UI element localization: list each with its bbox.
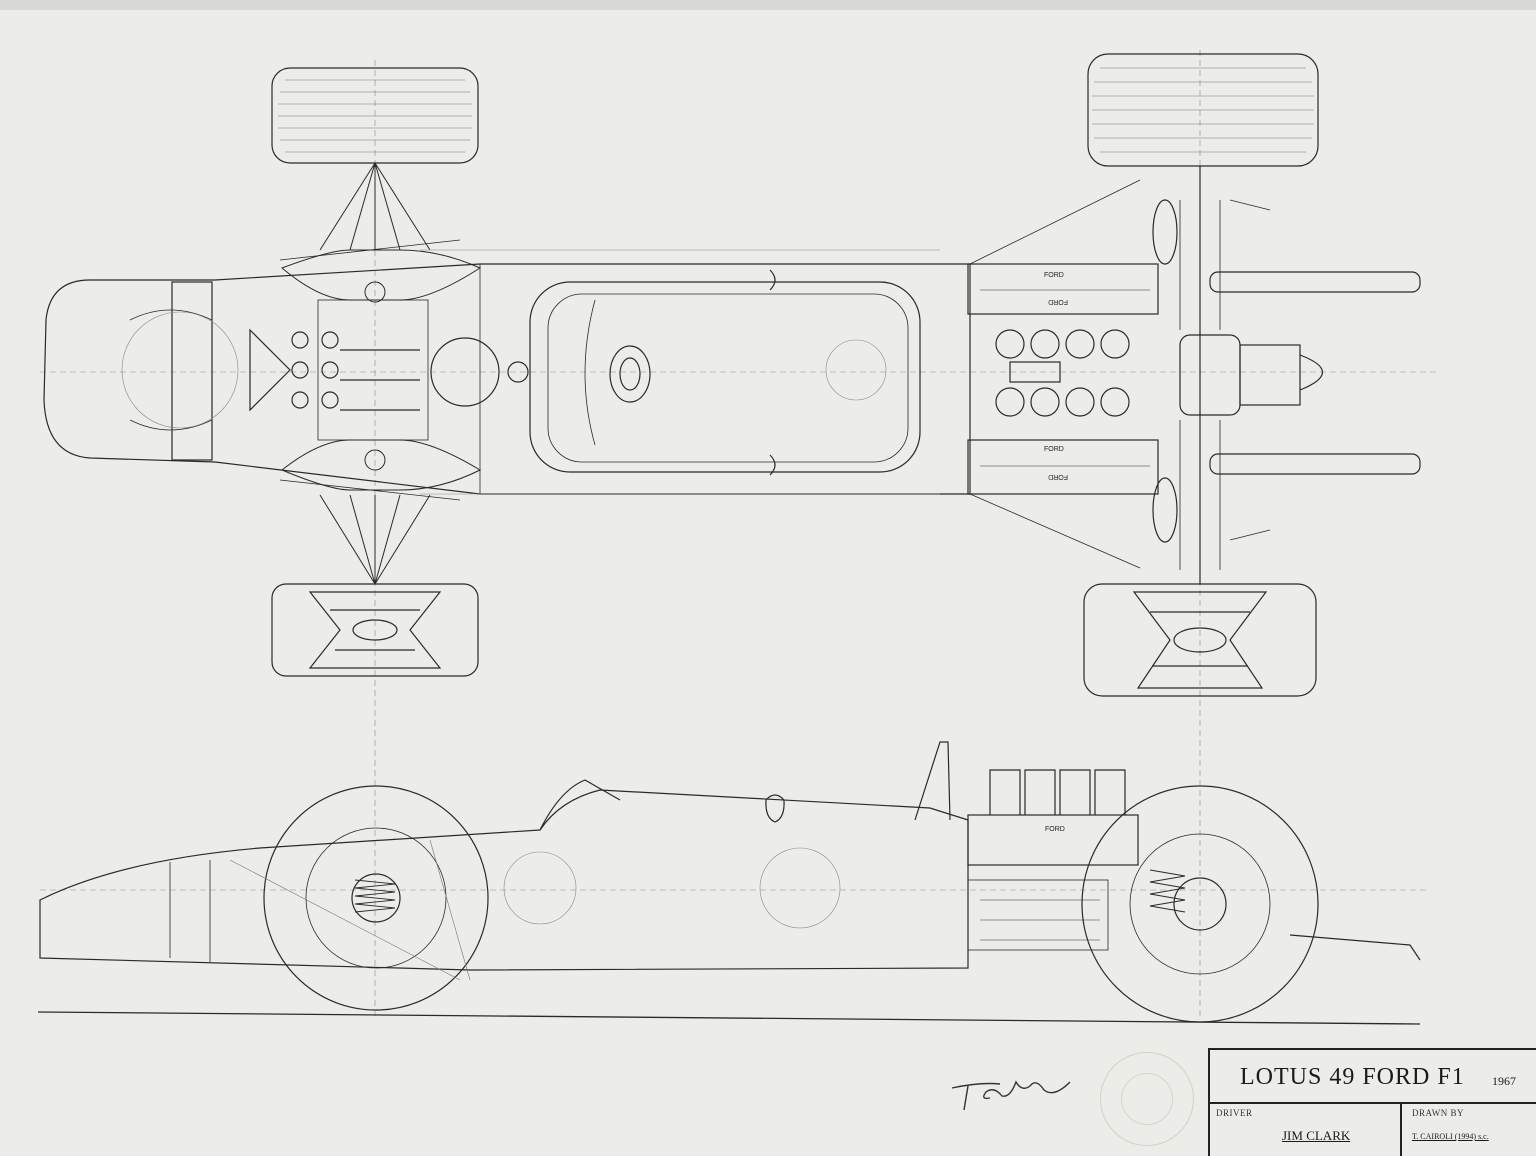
ford-marking-2: FORD [1048, 298, 1068, 305]
ford-marking-1: FORD [1044, 272, 1064, 279]
front-wheel [263, 785, 489, 1011]
driver-name: JIM CLARK [1282, 1128, 1351, 1143]
front-spring [354, 879, 396, 913]
ford-marking-3: FORD [1044, 446, 1064, 453]
driver-label: DRIVER [1216, 1108, 1253, 1118]
side-view: FORD [37, 741, 1421, 1025]
car-year: 1967 [1492, 1074, 1516, 1088]
artist-signature [951, 1080, 1071, 1111]
top-edge [0, 0, 1536, 10]
title-block: LOTUS 49 FORD F1 1967 DRIVER JIM CLARK D… [1208, 1048, 1536, 1156]
ground-line [37, 1011, 1421, 1025]
rear-wheel [1081, 785, 1319, 1023]
driver-cell: DRIVER JIM CLARK [1210, 1104, 1402, 1156]
front-suspension [281, 162, 482, 585]
drawn-by-cell: DRAWN BY T. CAIROLI (1994) s.c. [1402, 1104, 1536, 1156]
drawn-by-name: T. CAIROLI (1994) s.c. [1412, 1132, 1489, 1141]
construction-lines [40, 50, 1440, 1020]
ford-v8-engine-top [967, 263, 1159, 495]
engine-side [967, 769, 1421, 961]
car-name: LOTUS 49 FORD F1 [1240, 1064, 1465, 1090]
body-profile [39, 789, 969, 971]
drawn-by-label: DRAWN BY [1412, 1108, 1465, 1118]
rear-spring [1149, 869, 1186, 913]
roll-hoop [914, 741, 951, 821]
ford-marking-side: FORD [1045, 826, 1065, 833]
rear-left-tyre [1087, 53, 1319, 167]
top-view: FORD FORD FORD FORD [43, 53, 1421, 697]
rear-suspension-gearbox [969, 166, 1421, 584]
chassis-tub [214, 239, 971, 501]
engine-text: FORD FORD FORD FORD [1044, 272, 1068, 480]
embossed-seal [1100, 1052, 1194, 1146]
windscreen [539, 779, 621, 831]
ford-marking-4: FORD [1048, 473, 1068, 480]
nose-cone [43, 279, 239, 463]
title-cell: LOTUS 49 FORD F1 1967 [1210, 1050, 1536, 1104]
